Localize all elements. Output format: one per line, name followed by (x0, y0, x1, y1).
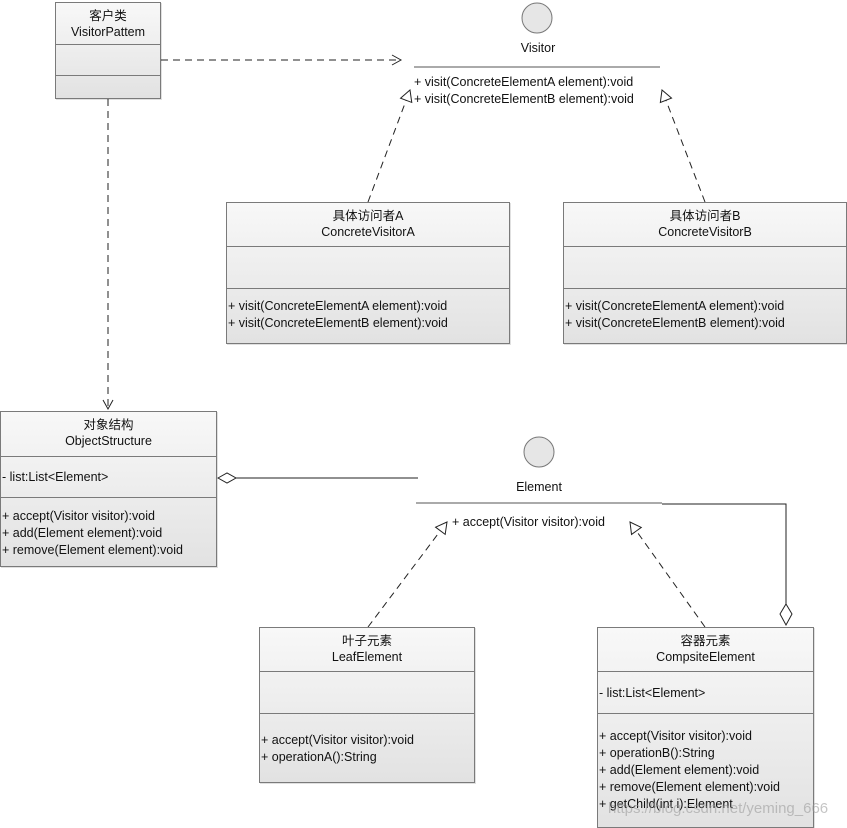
class-cn-name: 客户类 (89, 9, 127, 23)
class-attributes: - list:List<Element> (598, 672, 813, 714)
interface-name: Element (516, 480, 562, 494)
composite-aggregation-diamond (779, 603, 793, 627)
class-attributes (227, 247, 509, 289)
concrete-visitor-a-class[interactable]: 具体访问者A ConcreteVisitorA + visit(Concrete… (226, 202, 510, 344)
class-en-name: CompsiteElement (656, 650, 755, 664)
visitor-interface-icon (521, 2, 553, 34)
client-class[interactable]: 客户类 VisitorPattem (55, 2, 161, 99)
visitor-a-realization (367, 89, 413, 203)
composite-realization (629, 521, 706, 628)
class-operations: + visit(ConcreteElementA element):void +… (564, 289, 846, 332)
concrete-visitor-b-class[interactable]: 具体访问者B ConcreteVisitorB + visit(Concrete… (563, 202, 847, 344)
class-cn-name: 对象结构 (83, 418, 134, 432)
composite-element-class[interactable]: 容器元素 CompsiteElement - list:List<Element… (597, 627, 814, 828)
class-operation: + visit(ConcreteElementA element):void (565, 299, 785, 313)
visitor-b-realization (659, 89, 706, 203)
object-structure-class[interactable]: 对象结构 ObjectStructure - list:List<Element… (0, 411, 217, 567)
class-operation: + add(Element element):void (599, 763, 760, 777)
class-operations: + accept(Visitor visitor):void + add(Ele… (1, 498, 216, 559)
class-attributes (564, 247, 846, 289)
class-cn-name: 具体访问者B (669, 209, 741, 223)
interface-operation: + accept(Visitor visitor):void (452, 515, 605, 529)
element-interface-icon (523, 436, 555, 468)
leaf-element-class[interactable]: 叶子元素 LeafElement + accept(Visitor visito… (259, 627, 475, 783)
class-header: 具体访问者A ConcreteVisitorA (227, 203, 509, 247)
class-attributes (260, 672, 474, 714)
class-operation: + visit(ConcreteElementB element):void (565, 316, 785, 330)
class-operation: + remove(Element element):void (599, 780, 780, 794)
watermark: https://blog.csdn.net/yeming_666 (608, 800, 829, 817)
class-operation: + accept(Visitor visitor):void (599, 729, 752, 743)
class-operations: + visit(ConcreteElementA element):void +… (227, 289, 509, 332)
class-header: 具体访问者B ConcreteVisitorB (564, 203, 846, 247)
class-operation: + visit(ConcreteElementA element):void (228, 299, 448, 313)
class-header: 容器元素 CompsiteElement (598, 628, 813, 672)
class-en-name: VisitorPattem (70, 25, 146, 39)
class-operation: + operationB():String (599, 746, 715, 760)
class-cn-name: 具体访问者A (332, 209, 404, 223)
class-operations (56, 76, 160, 98)
class-header: 对象结构 ObjectStructure (1, 412, 216, 457)
class-operation: + getChild(int i):Element (599, 797, 733, 811)
class-attribute: - list:List<Element> (599, 686, 706, 700)
class-en-name: ConcreteVisitorA (321, 225, 415, 239)
class-attributes (56, 45, 160, 76)
class-en-name: ObjectStructure (65, 434, 152, 448)
class-header: 客户类 VisitorPattem (56, 3, 160, 45)
class-attributes: - list:List<Element> (1, 457, 216, 498)
class-operation: + remove(Element element):void (2, 543, 183, 557)
class-operation: + accept(Visitor visitor):void (261, 733, 414, 747)
class-header: 叶子元素 LeafElement (260, 628, 474, 672)
class-operation: + accept(Visitor visitor):void (2, 509, 155, 523)
class-attribute: - list:List<Element> (2, 470, 109, 484)
class-en-name: ConcreteVisitorB (658, 225, 752, 239)
class-operations: + accept(Visitor visitor):void + operati… (598, 714, 813, 813)
class-operation: + operationA():String (261, 750, 377, 764)
interface-operation: + visit(ConcreteElementB element):void (414, 92, 634, 106)
class-en-name: LeafElement (331, 650, 403, 664)
class-cn-name: 容器元素 (680, 634, 731, 648)
leaf-realization (367, 521, 448, 628)
class-operations: + accept(Visitor visitor):void + operati… (260, 714, 474, 766)
composite-aggregation (662, 503, 787, 604)
interface-name: Visitor (520, 41, 556, 55)
class-operation: + add(Element element):void (2, 526, 163, 540)
class-operation: + visit(ConcreteElementB element):void (228, 316, 448, 330)
class-cn-name: 叶子元素 (341, 634, 392, 648)
interface-operation: + visit(ConcreteElementA element):void (414, 75, 634, 89)
